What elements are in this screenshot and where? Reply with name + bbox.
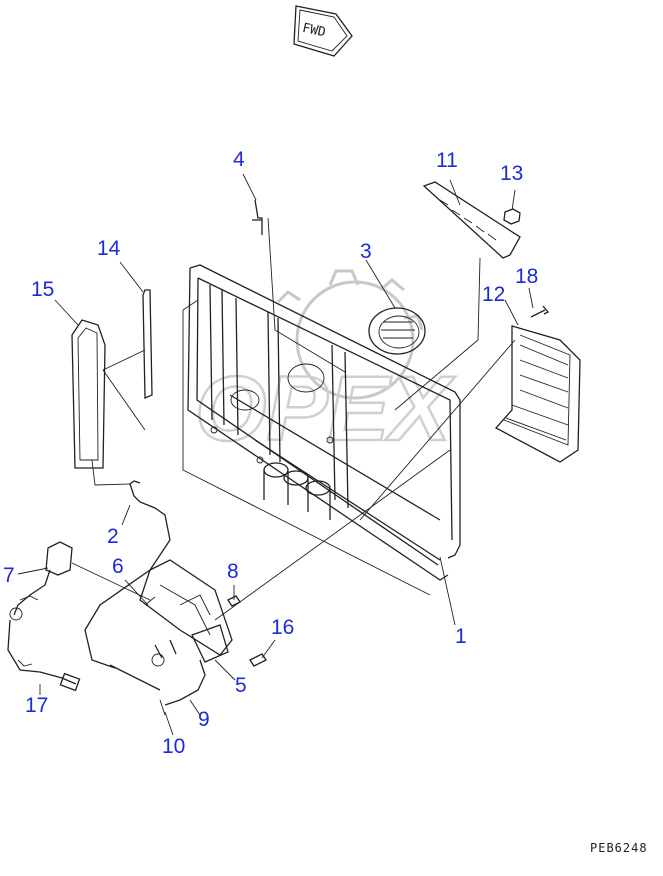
callout-3: 3 — [360, 240, 372, 263]
rod — [142, 289, 153, 399]
pin — [252, 199, 263, 235]
callout-13: 13 — [500, 162, 523, 185]
screw — [249, 653, 267, 667]
side-panel — [71, 319, 106, 469]
callout-14: 14 — [97, 237, 121, 260]
callout-4: 4 — [233, 148, 245, 171]
callout-9: 9 — [198, 708, 210, 731]
callouts: 1 2 3 4 5 6 7 8 9 10 11 12 13 14 15 16 1… — [3, 148, 538, 758]
callout-2: 2 — [107, 525, 119, 548]
callout-18: 18 — [515, 265, 538, 288]
cover-plate — [422, 181, 521, 259]
callout-16: 16 — [271, 616, 294, 639]
callout-15: 15 — [31, 278, 54, 301]
cable — [84, 480, 171, 669]
drawing-code: PEB6248 — [590, 841, 648, 855]
callout-7: 7 — [3, 564, 15, 587]
fwd-label: FWD — [301, 21, 327, 41]
callout-10: 10 — [162, 735, 185, 758]
round-vent — [368, 307, 426, 355]
mesh-grille — [494, 325, 581, 463]
callout-8: 8 — [227, 560, 239, 583]
callout-11: 11 — [436, 149, 458, 172]
harness-7 — [9, 541, 73, 621]
callout-5: 5 — [235, 674, 247, 697]
leader-lines — [17, 173, 534, 736]
wiring — [109, 659, 206, 716]
callout-6: 6 — [112, 555, 124, 578]
bolt-18 — [530, 305, 550, 318]
watermark: OPEX — [194, 269, 457, 461]
callout-12: 12 — [482, 283, 505, 306]
clip — [503, 208, 521, 225]
bracket-assembly — [139, 559, 233, 667]
main-frame — [182, 264, 461, 596]
harness-17 — [7, 619, 81, 692]
callout-1: 1 — [455, 625, 467, 648]
callout-17: 17 — [25, 694, 48, 717]
fwd-arrow: FWD — [293, 5, 353, 57]
